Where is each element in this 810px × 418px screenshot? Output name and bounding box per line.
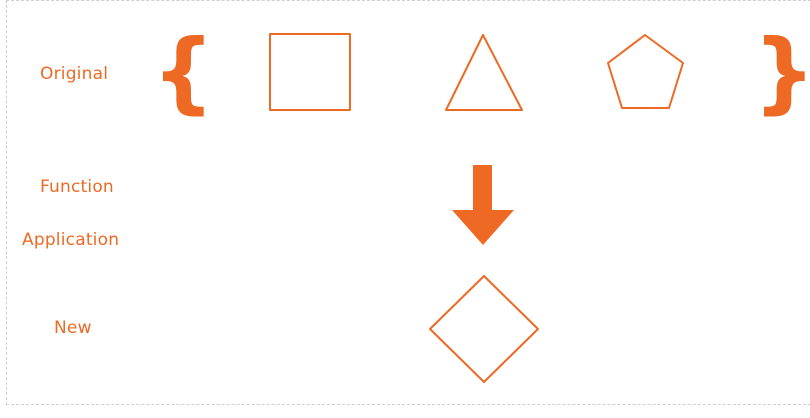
diagram-frame [6,0,810,405]
function-label: Function [40,177,114,197]
triangle-shape [445,34,523,111]
pentagon-shape [607,34,684,109]
right-brace: } [753,20,810,123]
new-label: New [54,318,92,338]
left-brace: { [152,20,215,123]
original-label: Original [40,64,109,84]
application-label: Application [22,230,120,250]
diamond-shape [429,275,539,383]
square-shape [269,33,351,111]
down-arrow-icon [452,165,514,245]
